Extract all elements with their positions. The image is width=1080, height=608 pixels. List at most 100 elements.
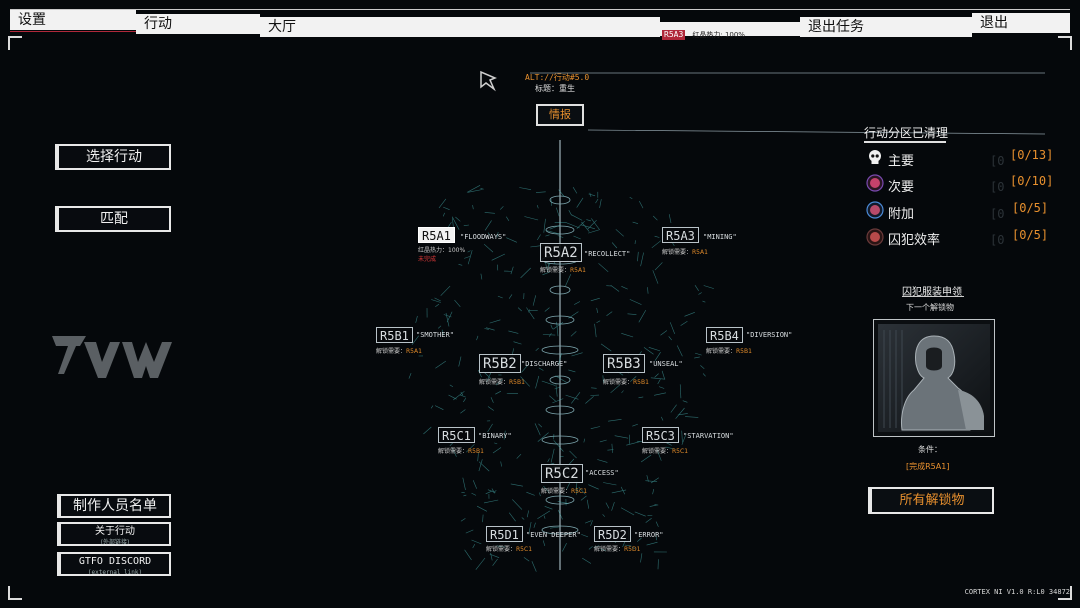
objective-overload-ghost: [0 (990, 207, 1005, 221)
unlock-title: 囚犯服装申领 (902, 287, 962, 298)
skull-icon (866, 148, 884, 166)
node-r5d1-status: 解锁需要：R5C1 (486, 544, 532, 553)
about-operation-button[interactable]: 关于行动 (外部链接) (57, 522, 171, 546)
node-r5d2-req-code: R5D1 (624, 546, 641, 553)
node-r5c3-status: 解锁需要：R5C1 (642, 446, 688, 455)
objective-overload-count: [0/5] (1012, 201, 1049, 215)
node-r5d1-name: "EVEN DEEPER" (526, 531, 581, 539)
node-r5a1-button[interactable]: R5A1 (418, 227, 455, 243)
frame-corner-bl (8, 586, 22, 600)
efficiency-icon (866, 228, 884, 246)
objective-secondary-count: [0/10] (1010, 174, 1054, 188)
node-r5b1-name: "SMOTHER" (416, 331, 454, 339)
node-r5a2-button[interactable]: R5A2 (540, 243, 582, 262)
objective-secondary-label: 次要 (888, 180, 915, 195)
node-r5c2-button[interactable]: R5C2 (541, 464, 583, 483)
credits-button[interactable]: 制作人员名单 (57, 494, 171, 518)
node-r5b4-status: 解锁需要：R5B1 (706, 346, 752, 355)
node-r5d2-name: "ERROR" (634, 531, 664, 539)
frame-corner-br (1058, 586, 1072, 600)
objective-overload-label: 附加 (888, 207, 915, 222)
frame-corner-tl (8, 36, 22, 50)
objective-efficiency-label: 囚犯效率 (888, 233, 941, 248)
all-unlocks-button[interactable]: 所有解锁物 (868, 487, 994, 514)
exit-mission-tab[interactable]: 退出任务 (800, 17, 972, 37)
settings-tab[interactable]: 设置 (10, 10, 136, 30)
node-r5d2-button[interactable]: R5D2 (594, 526, 631, 542)
node-r5d1-req-code: R5C1 (516, 546, 533, 553)
objective-efficiency-ghost: [0 (990, 233, 1005, 247)
node-r5c1-name: "BINARY" (478, 432, 512, 440)
discord-button[interactable]: GTFO DISCORD (external link) (57, 552, 171, 576)
node-r5a3-name: "MINING" (703, 233, 737, 241)
node-r5a1-status: 红晶热力：100% 未完成 (418, 245, 465, 263)
node-r5b3-button[interactable]: R5B3 (603, 354, 645, 373)
heat-status: R5A3 红晶热力: 100% (660, 22, 800, 40)
lobby-tab[interactable]: 大厅 (260, 17, 660, 37)
top-bar: 设置 行动 大厅 R5A3 红晶热力: 100% 退出任务 退出 (0, 0, 1080, 44)
node-r5c3-req-code: R5C1 (672, 448, 689, 455)
secondary-icon (866, 174, 884, 192)
node-r5b3-name: "UNSEAL" (649, 360, 683, 368)
objective-main-label: 主要 (888, 154, 915, 169)
node-r5b2-name: "DISCHARGE" (521, 360, 568, 368)
discord-sub: (external link) (87, 569, 143, 576)
node-r5a2-status: 解锁需要：R5A1 (540, 265, 586, 274)
sectors-cleared-title: 行动分区已清理 (864, 126, 949, 140)
frame-corner-tr (1058, 36, 1072, 50)
operation-title: 标题：重生 (535, 84, 575, 93)
rundown-tree-graphic (408, 140, 714, 572)
node-r5c1-req-label: 解锁需要： (438, 448, 469, 455)
exit-tab[interactable]: 退出 (972, 13, 1070, 33)
unlock-subtitle: 下一个解锁物 (906, 303, 954, 312)
node-r5b2-button[interactable]: R5B2 (479, 354, 521, 373)
node-r5a3-button[interactable]: R5A3 (662, 227, 699, 243)
alt-operation-line: ALT://行动#5.0 (525, 73, 590, 82)
node-r5c2-req-code: R5C1 (571, 488, 588, 495)
node-r5a2-req-label: 解锁需要： (540, 267, 571, 274)
node-r5b3-req-label: 解锁需要： (603, 379, 634, 386)
node-r5b2-req-code: R5B1 (509, 379, 525, 386)
intel-button[interactable]: 情报 (536, 104, 584, 126)
node-r5a1-incomplete: 未完成 (418, 256, 437, 263)
unlock-condition-value: [完成R5A1] (906, 462, 950, 471)
node-r5b1-button[interactable]: R5B1 (376, 327, 413, 343)
unlock-preview-frame[interactable] (873, 319, 995, 437)
node-r5c1-button[interactable]: R5C1 (438, 427, 475, 443)
operation-tab[interactable]: 行动 (136, 14, 260, 34)
node-r5b2-req-label: 解锁需要： (479, 379, 510, 386)
heat-code-badge: R5A3 (662, 30, 686, 40)
node-r5a1-heat: 红晶热力：100% (418, 247, 466, 254)
node-r5d2-status: 解锁需要：R5D1 (594, 544, 640, 553)
unlock-title-underline (902, 296, 964, 297)
heat-text: 红晶热力: 100% (692, 31, 745, 39)
objective-secondary-ghost: [0 (990, 180, 1005, 194)
node-r5c2-status: 解锁需要：R5C1 (541, 486, 587, 495)
node-r5d1-req-label: 解锁需要： (486, 546, 517, 553)
objective-main-ghost: [0 (990, 154, 1005, 168)
node-r5b1-req-code: R5A1 (406, 348, 422, 355)
node-r5b1-status: 解锁需要：R5A1 (376, 346, 422, 355)
version-text: CORTEX NI V1.0 R:L0 34872 (964, 588, 1070, 596)
node-r5b3-status: 解锁需要：R5B1 (603, 377, 649, 386)
node-r5c3-button[interactable]: R5C3 (642, 427, 679, 443)
select-operation-button[interactable]: 选择行动 (55, 144, 171, 170)
node-r5b1-req-label: 解锁需要： (376, 348, 407, 355)
header-frame-lines (530, 72, 1046, 135)
node-r5c1-status: 解锁需要：R5B1 (438, 446, 484, 455)
discord-label: GTFO DISCORD (78, 556, 152, 567)
node-r5d1-button[interactable]: R5D1 (486, 526, 523, 542)
node-r5a2-name: "RECOLLECT" (584, 250, 631, 258)
node-r5c3-req-label: 解锁需要： (642, 448, 673, 455)
node-r5b4-button[interactable]: R5B4 (706, 327, 743, 343)
gtfo-logo (52, 336, 172, 378)
node-r5b4-name: "DIVERSION" (746, 331, 793, 339)
node-r5c2-req-label: 解锁需要： (541, 488, 572, 495)
match-button[interactable]: 匹配 (55, 206, 171, 232)
overload-icon (866, 201, 884, 219)
top-bar-line (10, 9, 1070, 10)
node-r5a3-status: 解锁需要：R5A1 (662, 247, 708, 256)
prisoner-outfit-image (878, 324, 990, 432)
cursor-icon (480, 70, 497, 92)
node-r5a3-req-code: R5A1 (692, 249, 708, 256)
